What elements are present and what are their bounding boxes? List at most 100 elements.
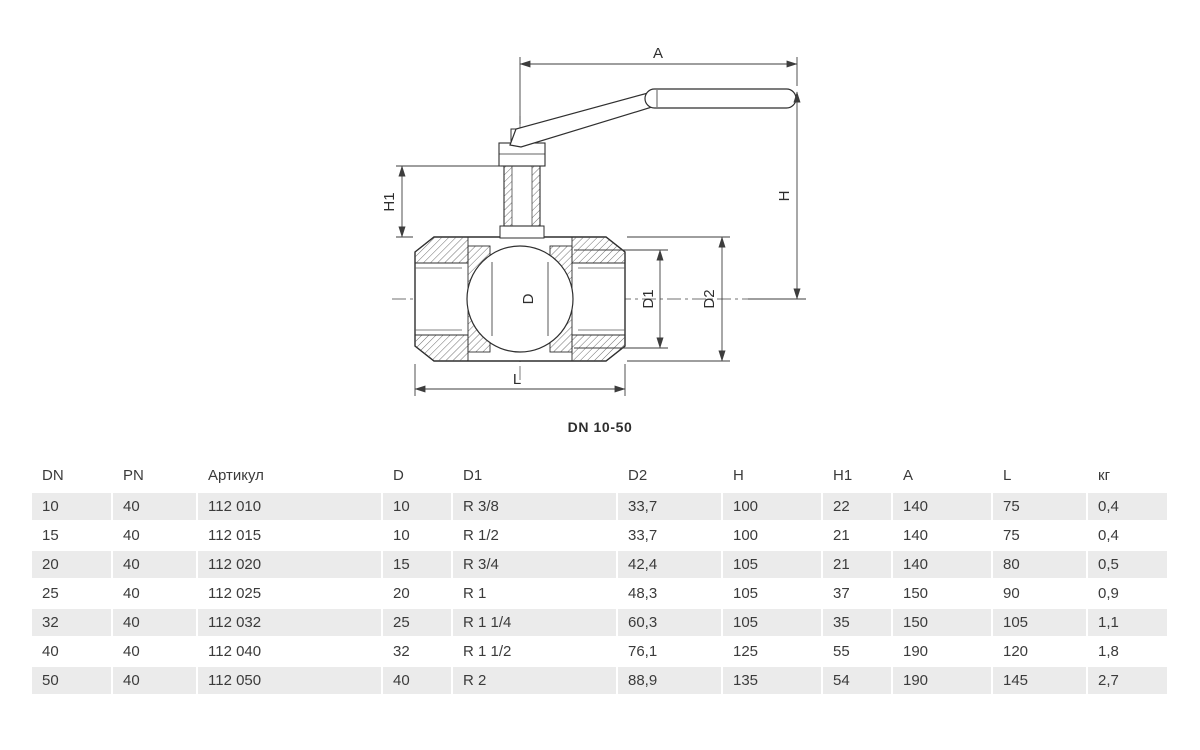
thread-lines [415, 267, 625, 331]
handle-grip [644, 88, 797, 109]
table-cell: R 1 1/2 [452, 637, 618, 667]
table-cell: 54 [822, 666, 893, 696]
body-section-left-bottom [414, 334, 469, 362]
table-cell: 112 010 [197, 493, 383, 522]
table-cell: 40 [112, 637, 198, 667]
table-cell: 75 [992, 493, 1088, 522]
table-cell: 25 [32, 579, 113, 609]
table-cell: 112 015 [197, 521, 383, 551]
table-cell: 112 040 [197, 637, 383, 667]
table-cell: 145 [992, 666, 1088, 696]
table-cell: 20 [32, 550, 113, 580]
dim-label-d: D [520, 293, 537, 304]
table-cell: 40 [112, 550, 198, 580]
table-cell: 33,7 [617, 493, 723, 522]
table-cell: 135 [722, 666, 823, 696]
table-cell: 140 [892, 521, 993, 551]
table-cell: 42,4 [617, 550, 723, 580]
table-cell: R 3/8 [452, 493, 618, 522]
dim-label-h: H [776, 191, 793, 202]
table-cell: 112 050 [197, 666, 383, 696]
table-cell: 150 [892, 608, 993, 638]
table-cell: 75 [992, 521, 1088, 551]
body-section-left-top [414, 236, 469, 264]
table-cell: 10 [382, 521, 453, 551]
table-cell: 21 [822, 550, 893, 580]
table-cell: 40 [112, 666, 198, 696]
table-cell: R 1 1/4 [452, 608, 618, 638]
valve-body [414, 236, 626, 362]
table-cell: 190 [892, 666, 993, 696]
table-cell: 105 [722, 579, 823, 609]
table-cell: 25 [382, 608, 453, 638]
table-cell: 40 [112, 608, 198, 638]
handle-lever [509, 92, 653, 148]
table-cell: 48,3 [617, 579, 723, 609]
table-cell: 10 [382, 493, 453, 522]
table-cell: 10 [32, 493, 113, 522]
table-cell: 37 [822, 579, 893, 609]
table-cell: 60,3 [617, 608, 723, 638]
column-header: кг [1087, 462, 1169, 493]
dim-label-a: A [653, 45, 663, 62]
table-cell: 140 [892, 493, 993, 522]
stem-wall-left [503, 165, 513, 227]
table-cell: 105 [722, 608, 823, 638]
dim-label-h1: H1 [381, 192, 398, 211]
table-cell: 1,1 [1087, 608, 1169, 638]
table-cell: 105 [992, 608, 1088, 638]
table-cell: R 1/2 [452, 521, 618, 551]
table-cell: 105 [722, 550, 823, 580]
drawing-caption: DN 10-50 [567, 419, 633, 435]
table-cell: 15 [32, 521, 113, 551]
table-cell: 20 [382, 579, 453, 609]
table-cell: 90 [992, 579, 1088, 609]
table-cell: 40 [32, 637, 113, 667]
table-cell: 100 [722, 521, 823, 551]
table-cell: 40 [112, 521, 198, 551]
column-header: PN [112, 462, 198, 493]
table-cell: 0,4 [1087, 521, 1169, 551]
table-cell: 21 [822, 521, 893, 551]
dim-label-d1: D1 [640, 289, 657, 308]
dimension-labels: A H H1 D D1 D2 L [381, 45, 793, 388]
table-cell: 1,8 [1087, 637, 1169, 667]
table-cell: R 2 [452, 666, 618, 696]
table-cell: 40 [112, 493, 198, 522]
table-cell: 112 025 [197, 579, 383, 609]
table-cell: 33,7 [617, 521, 723, 551]
column-header: H1 [822, 462, 893, 493]
valve-handle [509, 88, 797, 148]
dimension-lines [396, 57, 806, 396]
table-cell: 55 [822, 637, 893, 667]
table-cell: R 1 [452, 579, 618, 609]
table-cell: 190 [892, 637, 993, 667]
column-header: A [892, 462, 993, 493]
stem-wall-right [531, 165, 541, 227]
table-cell: 0,4 [1087, 493, 1169, 522]
table-cell: 0,5 [1087, 550, 1169, 580]
table-cell: 40 [112, 579, 198, 609]
table-cell: 80 [992, 550, 1088, 580]
dim-label-l: L [513, 371, 521, 388]
table-cell: R 3/4 [452, 550, 618, 580]
column-header: L [992, 462, 1088, 493]
table-cell: 150 [892, 579, 993, 609]
table-cell: 2,7 [1087, 666, 1169, 696]
table-cell: 112 020 [197, 550, 383, 580]
table-cell: 88,9 [617, 666, 723, 696]
column-header: Артикул [197, 462, 383, 493]
table-cell: 40 [382, 666, 453, 696]
column-header: D2 [617, 462, 723, 493]
stem-flange [499, 225, 545, 239]
